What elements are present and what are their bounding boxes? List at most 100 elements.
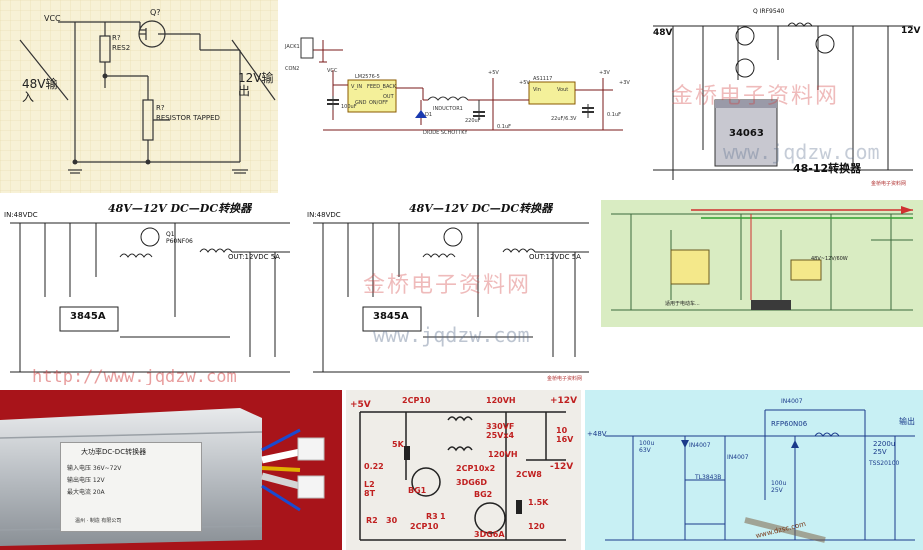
label-vin: +48V xyxy=(587,430,607,438)
label-vcc: VCC xyxy=(327,68,338,74)
label-c5: 0.1uF xyxy=(607,112,621,118)
label-1-5k: 1.5K xyxy=(528,498,549,507)
schematic-drawing xyxy=(300,37,623,131)
label-12v-output: 12V输 出 xyxy=(238,71,274,98)
plate-line-3: 最大电流 20A xyxy=(67,489,105,496)
label-r3: R3 xyxy=(426,512,438,521)
label-vin2: Vin xyxy=(533,87,541,93)
label-mosfet: RFP60N06 xyxy=(771,420,808,428)
label-3dg6a: 3DG6A xyxy=(474,530,505,539)
label-5k: 5K xyxy=(392,440,404,449)
label-48v: 48V xyxy=(653,28,673,38)
label-0-22: 0.22 xyxy=(364,462,384,471)
label-ic1: LM2576-5 xyxy=(355,74,380,80)
schematic-drawing xyxy=(605,409,915,543)
label-ic: 3845A xyxy=(373,311,409,322)
label-d2: IN4007 xyxy=(689,442,711,449)
thumbnail-schematic-3845a-a[interactable]: 48V—12V DC—DC转换器 IN:48VDC OUT:12VDC 5A 3… xyxy=(0,197,298,385)
label-ic-34063: 34063 xyxy=(729,128,764,139)
thumbnail-schematic-green[interactable]: 48V~12V/60W 适用于电动车... xyxy=(601,200,923,327)
label-vcc: VCC xyxy=(44,14,61,23)
label-120vh-a: 120VH xyxy=(486,396,516,405)
label-c2: 220uF xyxy=(465,118,481,124)
label-q1: Q1 P60NF06 xyxy=(166,231,193,245)
label-330vf: 330VF 25Vx4 xyxy=(486,422,515,440)
label-plus5v-a: +5V xyxy=(488,70,499,76)
label-title: 48V—12V DC—DC转换器 xyxy=(108,202,252,215)
label-120vh-b: 120VH xyxy=(488,450,518,459)
plate-title: 大功率DC-DC转换器 xyxy=(81,448,147,456)
watermark-url: www.jqdzw.com xyxy=(373,323,530,347)
label-vout: Vout xyxy=(557,87,569,93)
label-d3: IN4007 xyxy=(727,454,749,461)
label-ic: TL3843B xyxy=(695,474,722,481)
label-out: OUT xyxy=(383,94,394,100)
schematic-drawing xyxy=(0,0,278,193)
label-minus12v: -12V xyxy=(550,462,574,472)
label-10-16v: 10 16V xyxy=(556,426,574,444)
label-con: CON2 xyxy=(285,66,300,72)
plate-line-2: 输出电压 12V xyxy=(67,477,105,484)
label-plus5v-b: +5V xyxy=(519,80,530,86)
watermark-url: www.jqdzw.com xyxy=(723,140,880,164)
thumbnail-photo-converter[interactable]: 大功率DC-DC转换器 输入电压 36V~72V 输出电压 12V 最大电流 2… xyxy=(0,390,342,550)
label-d1: IN4007 xyxy=(781,398,803,405)
label-note: 适用于电动车... xyxy=(665,301,700,307)
thumbnail-schematic-34063[interactable]: 48V 12V Q IRF9540 34063 48-12转换器 金桥电子资料网… xyxy=(643,0,923,193)
plate-line-1: 输入电压 36V~72V xyxy=(67,465,122,472)
watermark-url: http://www.jqdzw.com xyxy=(32,367,237,385)
label-12v: 12V xyxy=(901,26,921,36)
label-plus3v-b: +3V xyxy=(619,80,630,86)
label-vin: V_IN xyxy=(351,84,363,90)
label-c1: 100uF xyxy=(341,104,357,110)
thumbnail-schematic-lm2576[interactable]: JACK1 CON2 VCC V_IN FEED_BACK OUT GND ON… xyxy=(283,0,639,193)
label-resistor-tapped: RESISTOR TAPPED xyxy=(156,114,220,122)
schematic-drawing xyxy=(359,411,566,541)
label-2cp10-a: 2CP10 xyxy=(402,396,431,405)
label-d1: D1 xyxy=(425,112,433,118)
schematic-drawing xyxy=(10,222,290,373)
label-jack: JACK1 xyxy=(285,44,300,50)
thumbnail-schematic-handdrawn[interactable]: +5V +12V -12V 2CP10 2CP10 2CP10x2 2CW8 B… xyxy=(346,390,581,550)
label-gnd: GND xyxy=(355,100,367,106)
label-plus12v: +12V xyxy=(550,396,578,406)
label-r-pot: R? xyxy=(156,104,165,112)
label-q: Q? xyxy=(150,8,161,17)
label-out: OUT:12VDC 5A xyxy=(529,253,581,261)
label-in: IN:48VDC xyxy=(4,211,38,219)
label-30: 30 xyxy=(386,516,398,525)
label-ic2: AS1117 xyxy=(533,76,553,82)
label-c1: 100u 63V xyxy=(639,440,655,454)
schematic-drawing xyxy=(653,22,913,180)
label-c4: 22uF/6.3V xyxy=(551,116,577,122)
label-inductor: INDUCTOR1 xyxy=(433,106,463,112)
label-onoff: ON/OFF xyxy=(369,100,389,106)
label-feedback: FEED_BACK xyxy=(367,84,397,90)
watermark-cn: 金桥电子资料网 xyxy=(363,273,532,298)
thumbnail-schematic-transistor-regulator[interactable]: VCC Q? RES2 R? RESISTOR TAPPED R? 48V输 入… xyxy=(0,0,278,193)
schematic-drawing xyxy=(313,222,589,373)
corner-mark: 金桥电子资料网 xyxy=(871,181,907,187)
label-3dg6d: 3DG6D xyxy=(456,478,487,487)
label-2cp10-b: 2CP10 xyxy=(410,522,439,531)
label-2cw8: 2CW8 xyxy=(516,470,542,479)
label-res2: RES2 xyxy=(112,44,131,52)
watermark-cn: 金桥电子资料网 xyxy=(671,84,840,109)
label-in: IN:48VDC xyxy=(307,211,341,219)
label-mosfet: Q IRF9540 xyxy=(753,8,785,15)
label-annotation: 48V~12V/60W xyxy=(811,256,848,262)
label-l2: L2 8T xyxy=(364,480,376,498)
label-bg2: BG2 xyxy=(474,490,493,499)
label-diode: DIODE SCHOTTKY xyxy=(423,130,468,136)
label-bg1: BG1 xyxy=(408,486,427,495)
label-r1: 1 xyxy=(440,512,446,521)
label-plus5v: +5V xyxy=(350,400,371,410)
thumbnail-schematic-3845a-b[interactable]: 48V—12V DC—DC转换器 IN:48VDC OUT:12VDC 5A 3… xyxy=(303,197,597,385)
corner-mark: 金桥电子资料网 xyxy=(547,376,583,382)
label-r2: R2 xyxy=(366,516,378,525)
thumbnail-schematic-cyan[interactable]: +48V 输出 IN4007 IN4007 IN4007 RFP60N06 10… xyxy=(585,390,923,550)
label-vout: 输出 xyxy=(899,417,915,426)
label-ic: 3845A xyxy=(70,311,106,322)
label-2cp10x2: 2CP10x2 xyxy=(456,464,496,473)
label-out: OUT:12VDC 5A xyxy=(228,253,280,261)
